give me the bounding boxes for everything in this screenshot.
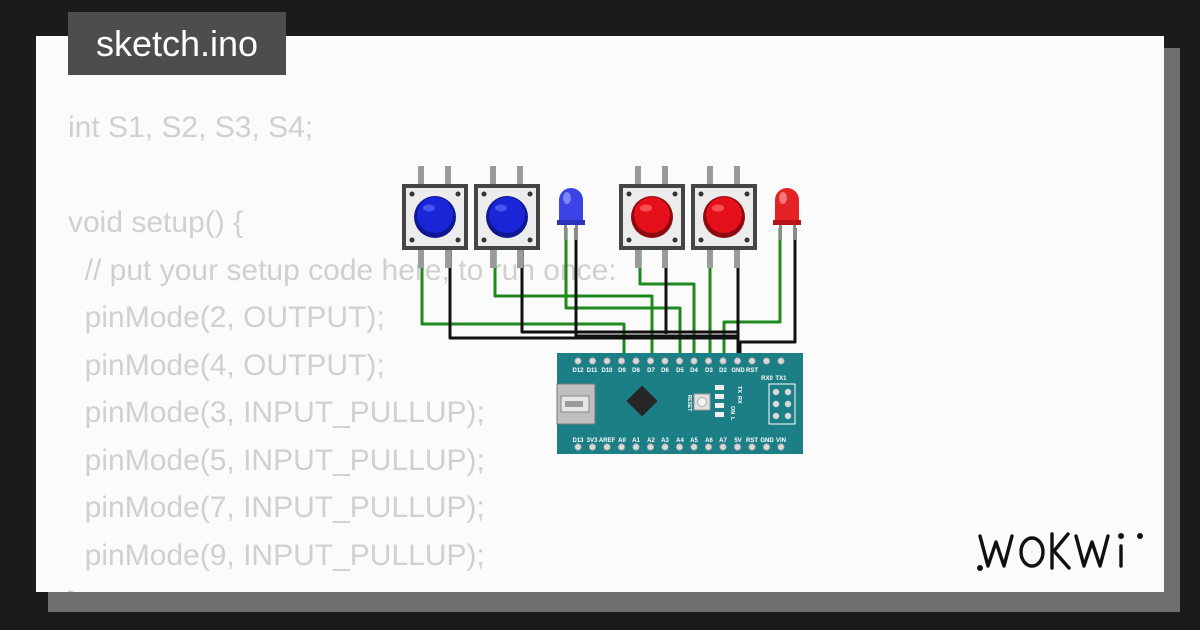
pin-label: D2 — [719, 368, 727, 374]
pin-label: RST — [746, 368, 758, 374]
pin-label: GND — [731, 368, 745, 374]
header-pin[interactable] — [719, 357, 727, 365]
header-pin[interactable] — [646, 357, 655, 365]
header-pin[interactable] — [661, 357, 669, 365]
header-pin[interactable] — [704, 357, 713, 365]
code-editor[interactable]: int S1, S2, S3, S4; void setup() { // pu… — [68, 104, 617, 592]
pin-label: D11 — [587, 368, 598, 374]
wire-led2-gnd — [738, 228, 797, 362]
header-pin[interactable] — [632, 357, 640, 365]
pin-label: D12 — [572, 368, 584, 374]
header-pin[interactable] — [777, 443, 785, 451]
pin-label: D5 — [676, 368, 684, 374]
header-pin[interactable] — [617, 357, 626, 365]
pin-label: 3V3 — [587, 438, 598, 444]
usb-connector — [556, 383, 596, 425]
pin-label: D13 — [572, 438, 584, 444]
header-pin[interactable] — [704, 443, 713, 451]
pin-label: A1 — [632, 438, 640, 444]
indicator-label: TX — [736, 386, 742, 393]
pin-label: D10 — [601, 368, 613, 374]
indicator-label: L — [729, 417, 735, 421]
pushbutton-3[interactable] — [619, 166, 685, 268]
header-pin[interactable] — [675, 443, 684, 451]
pushbutton-1[interactable] — [402, 166, 468, 268]
header-pin[interactable] — [733, 443, 742, 451]
code-line: pinMode(2, OUTPUT); — [68, 301, 385, 334]
header-pin[interactable] — [690, 357, 698, 365]
pin-label: A5 — [690, 438, 698, 444]
pin-label: A2 — [647, 438, 655, 444]
pin-label: A7 — [719, 438, 727, 444]
pin-label: D9 — [618, 368, 626, 374]
pin-label: D3 — [705, 368, 713, 374]
pin-label: AREF — [599, 438, 616, 444]
pushbutton-4[interactable] — [691, 166, 757, 268]
header-pin[interactable] — [574, 443, 582, 451]
pin-label: GND — [760, 438, 774, 444]
header-pin[interactable] — [646, 443, 655, 451]
pin-label: D8 — [632, 368, 640, 374]
header-pin[interactable] — [733, 357, 742, 365]
editor-card: int S1, S2, S3, S4; void setup() { // pu… — [36, 36, 1164, 592]
pin-label: D4 — [690, 368, 698, 374]
header-pin[interactable] — [777, 357, 785, 365]
led-blue[interactable] — [557, 188, 585, 240]
pin-label: VIN — [776, 438, 786, 444]
header-pin[interactable] — [748, 443, 756, 451]
pin-label: A3 — [661, 438, 669, 444]
indicator-label: RX — [736, 396, 742, 404]
code-line: } — [68, 579, 617, 592]
pin-label: 5V — [734, 438, 741, 444]
code-line: pinMode(7, INPUT_PULLUP); — [68, 491, 485, 524]
code-line: // put your setup code here, to run once… — [68, 253, 617, 287]
pin-label: TX1 — [775, 376, 787, 382]
wokwi-logo — [977, 532, 1143, 571]
wire-led1-gnd — [574, 228, 738, 338]
header-pin[interactable] — [762, 443, 771, 451]
header-pin[interactable] — [762, 357, 771, 365]
header-pin[interactable] — [574, 357, 582, 365]
wire-led2-d2 — [722, 228, 782, 362]
header-pin[interactable] — [603, 443, 611, 451]
wire-button2-gnd — [520, 250, 738, 334]
pin-label: RST — [746, 438, 758, 444]
header-pin[interactable] — [588, 357, 597, 365]
indicator-label: ON — [729, 406, 735, 414]
pushbutton-2[interactable] — [474, 166, 540, 268]
code-line: void setup() { — [68, 206, 244, 239]
pin-label: D6 — [661, 368, 669, 374]
pin-label: A4 — [676, 438, 684, 444]
header-pin[interactable] — [617, 443, 626, 451]
pin-label: D7 — [647, 368, 655, 374]
pin-label: A6 — [705, 438, 713, 444]
header-pin[interactable] — [719, 443, 727, 451]
mcu-chip — [626, 385, 658, 417]
wire-button2-d7 — [493, 250, 654, 362]
header-pin[interactable] — [603, 357, 611, 365]
led-red[interactable] — [773, 188, 801, 240]
icsp-header — [768, 383, 796, 425]
header-pin[interactable] — [588, 443, 597, 451]
code-line: pinMode(3, INPUT_PULLUP); — [68, 396, 485, 429]
header-pin[interactable] — [661, 443, 669, 451]
reset-button[interactable] — [693, 393, 711, 411]
reset-label: RESET — [686, 395, 692, 412]
header-pin[interactable] — [748, 357, 756, 365]
header-pin[interactable] — [632, 443, 640, 451]
pin-label: A0 — [618, 438, 626, 444]
header-pin[interactable] — [690, 443, 698, 451]
code-line: pinMode(9, INPUT_PULLUP); — [68, 538, 485, 572]
pin-label: RX0 — [761, 376, 773, 382]
code-line: pinMode(5, INPUT_PULLUP); — [68, 443, 485, 477]
header-pin[interactable] — [675, 357, 684, 365]
code-line: int S1, S2, S3, S4; — [68, 111, 314, 144]
file-tab[interactable]: sketch.ino — [68, 12, 286, 75]
code-line: pinMode(4, OUTPUT); — [68, 348, 385, 382]
arduino-nano-board[interactable]: D12 D11 D10 D9 D8 D7 D6 D5 D4 D3 D2 GND … — [556, 353, 803, 454]
